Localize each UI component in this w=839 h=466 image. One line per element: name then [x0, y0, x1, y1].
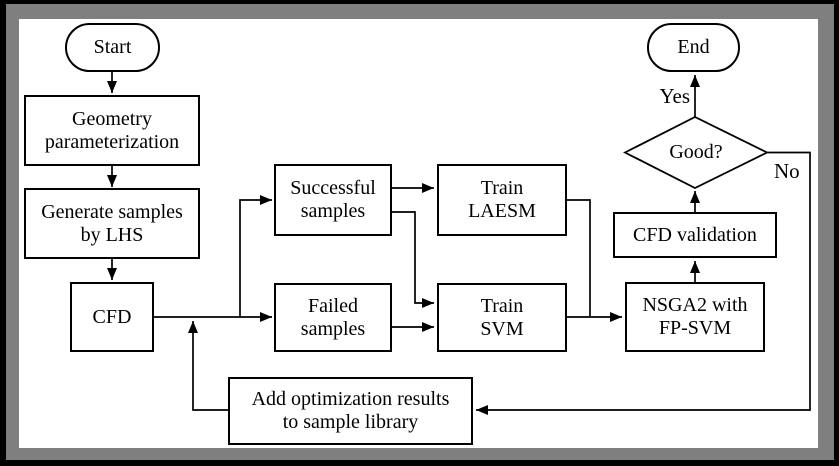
edge-label-no: No — [774, 159, 800, 183]
node-failed-samples: Failed samples — [274, 283, 392, 352]
node-geometry-parameterization: Geometry parameterization — [24, 95, 200, 166]
node-add-optimization-results: Add optimization results to sample libra… — [228, 377, 473, 445]
node-train-laesm: Train LAESM — [437, 164, 567, 236]
node-train-svm: Train SVM — [437, 283, 567, 352]
edge-successful-svm — [392, 211, 434, 308]
node-generate-samples: Generate samples by LHS — [24, 188, 200, 259]
node-successful-samples: Successful samples — [274, 164, 392, 236]
node-good-label: Good? — [669, 141, 723, 163]
node-nsga2-fpsvm: NSGA2 with FP-SVM — [625, 282, 765, 352]
node-good-shape — [623, 115, 770, 190]
edge-library-return — [188, 321, 228, 411]
node-cfd: CFD — [70, 282, 154, 352]
node-end: End — [647, 23, 740, 72]
edge-laesm-merge — [567, 199, 591, 316]
node-start: Start — [65, 23, 160, 72]
edge-branch-successful — [239, 195, 272, 317]
node-cfd-validation: CFD validation — [613, 212, 777, 258]
edge-good-no-library — [476, 151, 811, 415]
edge-label-yes: Yes — [659, 84, 690, 108]
